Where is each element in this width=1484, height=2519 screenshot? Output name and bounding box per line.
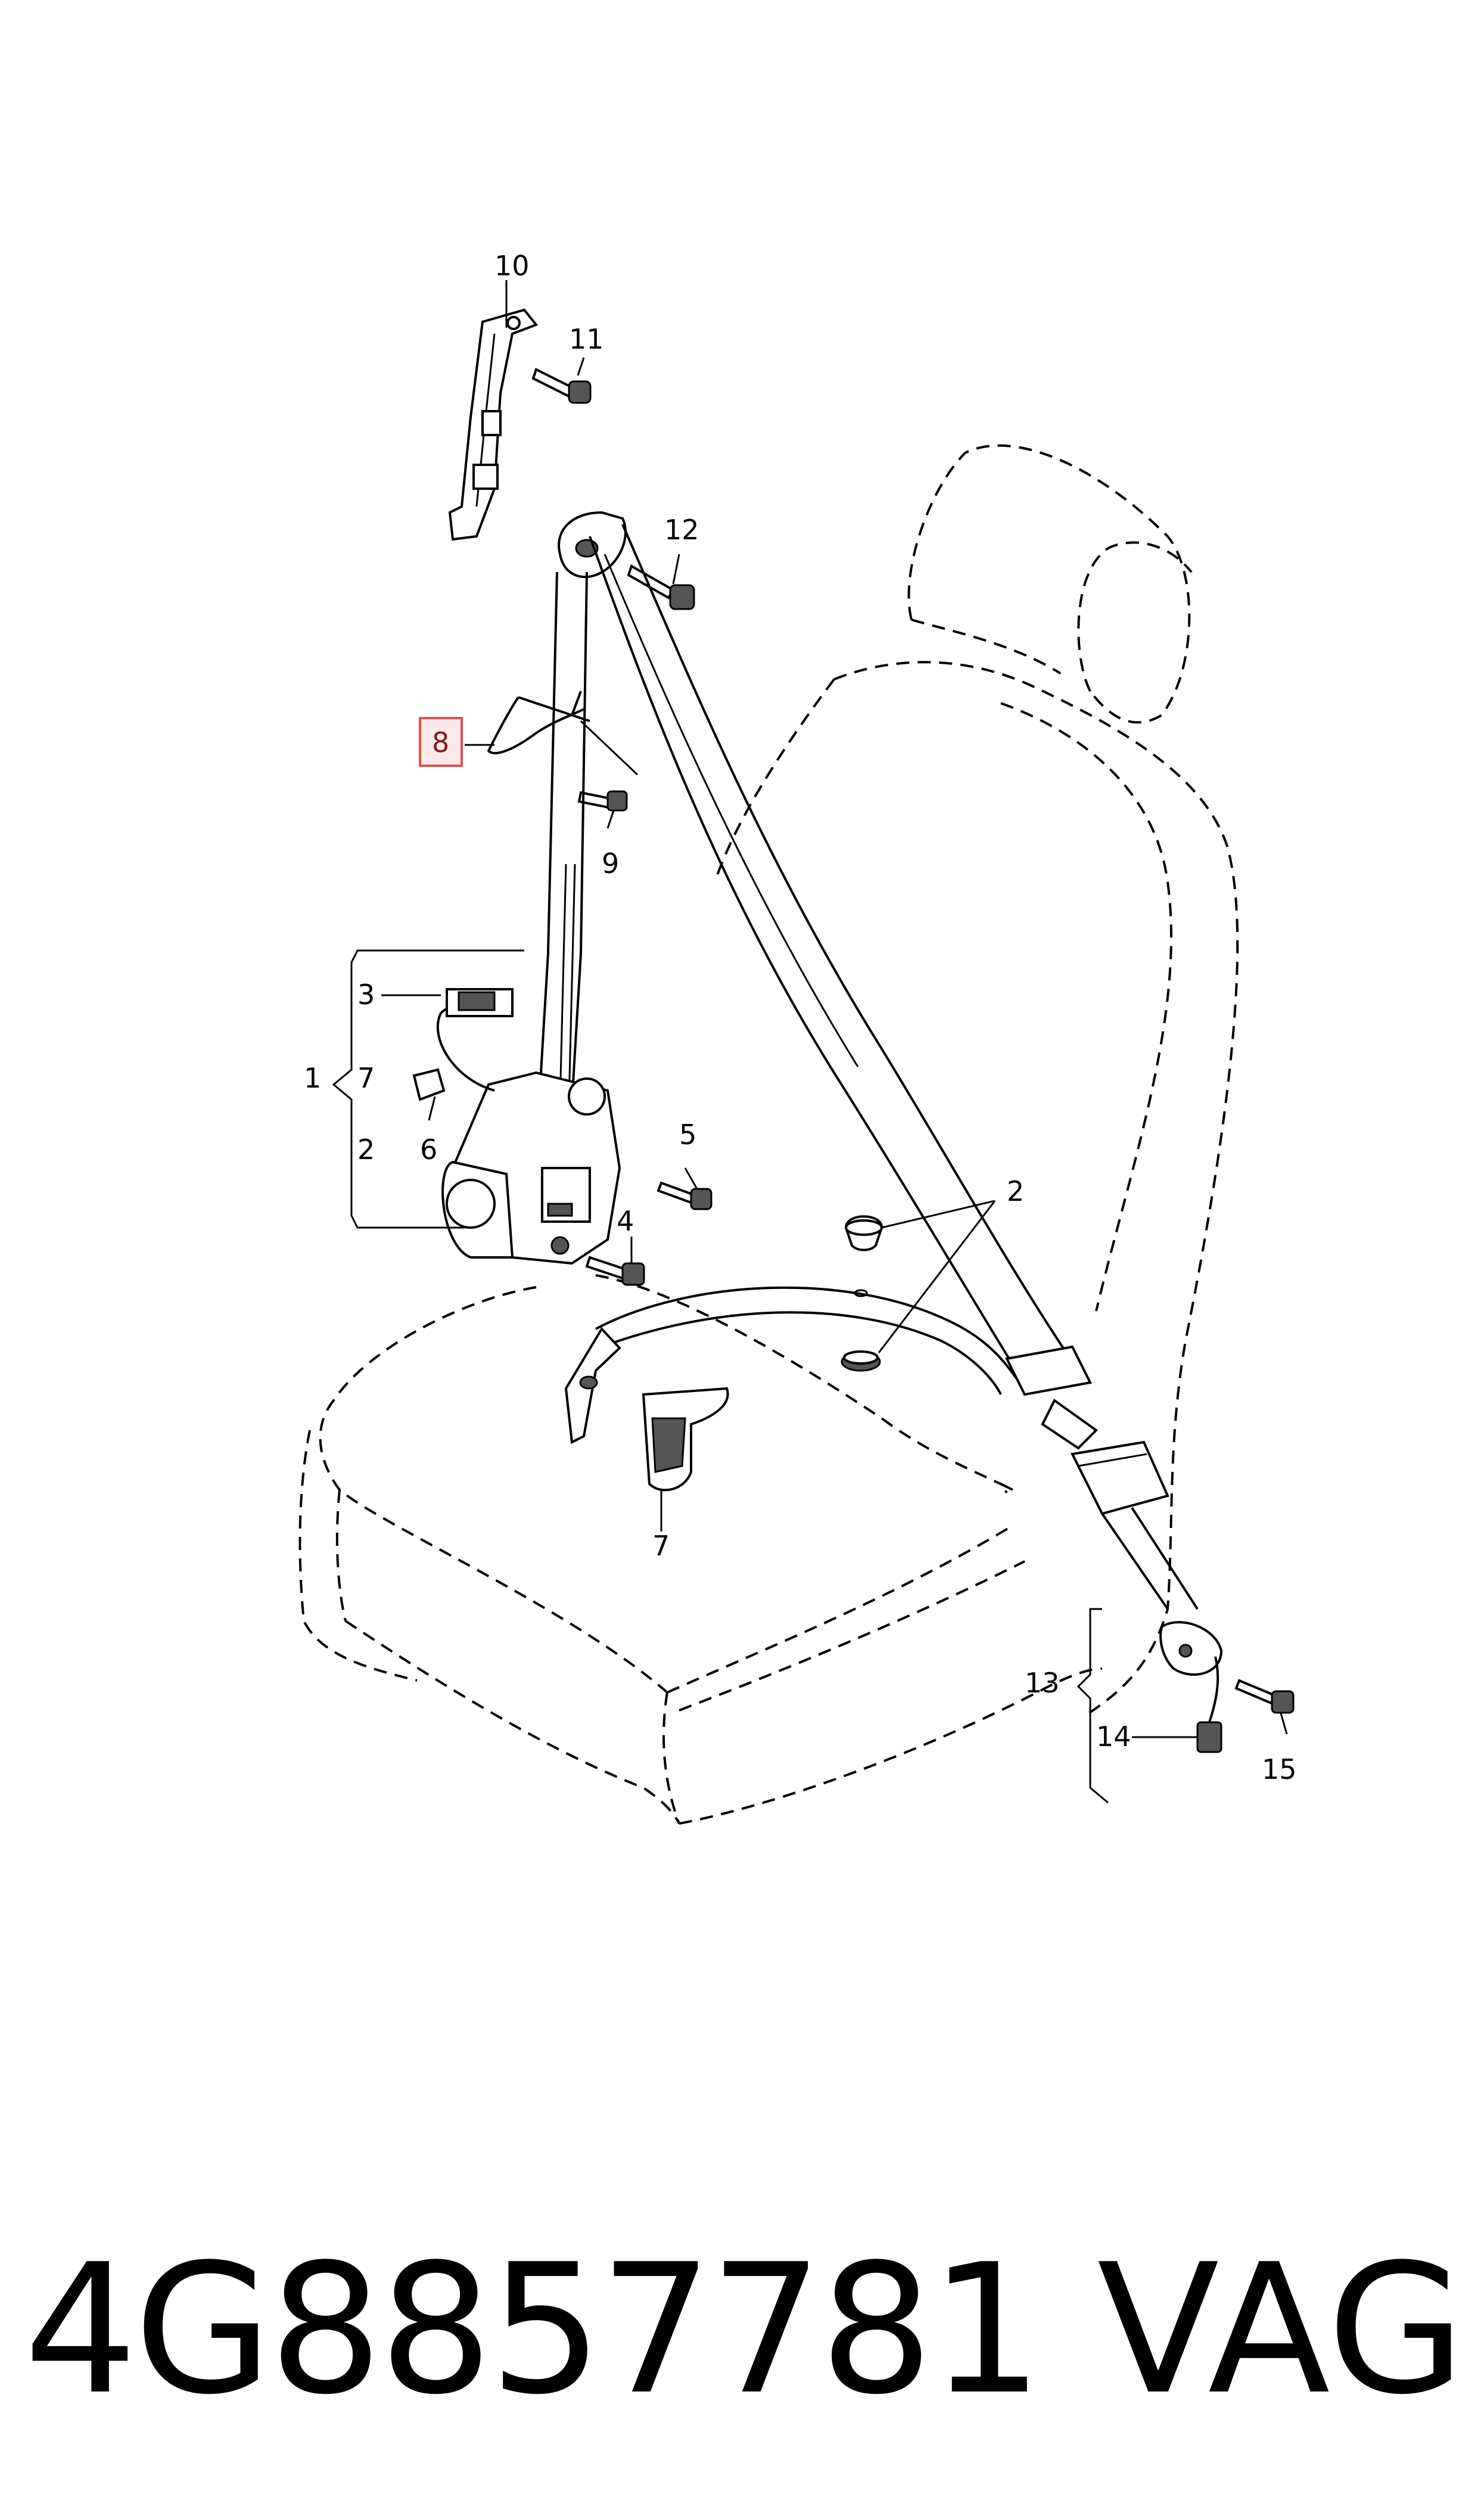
callout-1: 1 (304, 1062, 321, 1094)
callout-8-highlight: 8 (419, 717, 463, 767)
grommet-hole (854, 1289, 868, 1297)
callout-11: 11 (569, 323, 604, 355)
callout-7: 7 (652, 1530, 670, 1562)
belt-webbing (538, 524, 1068, 1445)
callout-5: 5 (679, 1119, 696, 1151)
buckle-13 (1071, 1440, 1223, 1676)
clip-6 (412, 1068, 446, 1101)
bolt-9 (577, 790, 628, 812)
bracket-8 (487, 691, 590, 754)
callout-2-group: 2 (357, 1133, 375, 1166)
bolt-4 (585, 1256, 645, 1286)
callout-10: 10 (494, 250, 530, 282)
belt-tongue (1005, 1345, 1099, 1450)
bolt-5 (657, 1181, 713, 1210)
callout-14: 14 (1096, 1720, 1131, 1753)
connector-14 (1196, 1656, 1222, 1753)
callout-labels: 10 11 12 9 3 1 7 6 2 5 4 2 7 13 14 15 (304, 250, 1297, 1785)
callout-2: 2 (1007, 1175, 1024, 1207)
cover-7 (642, 1387, 729, 1492)
callout-8: 8 (432, 726, 449, 759)
grommet-upper (844, 1215, 883, 1251)
grommet-lower (841, 1350, 881, 1372)
bolt-15 (1234, 1679, 1295, 1714)
callout-4: 4 (617, 1205, 634, 1237)
callout-15: 15 (1262, 1753, 1297, 1785)
connector-3 (446, 988, 514, 1017)
retractor-assembly (436, 1005, 621, 1265)
bolt-12 (627, 564, 695, 610)
height-adjuster (448, 308, 539, 541)
callout-7-group: 7 (357, 1062, 375, 1094)
cushion-outline (319, 1286, 668, 1694)
callout-6: 6 (420, 1133, 437, 1166)
seat-outline (298, 444, 1239, 1825)
callout-13: 13 (1025, 1667, 1060, 1699)
headrest-outline (907, 444, 1191, 724)
callout-9: 9 (602, 847, 619, 880)
part-number: 4G8857781 (24, 2226, 1043, 2434)
leader-lines (332, 280, 1288, 1804)
backrest-outline (833, 661, 1239, 1717)
footer: 4G8857781 VAG (24, 2241, 1466, 2419)
callout-12: 12 (664, 514, 699, 546)
bolt-11 (531, 368, 592, 404)
brand-label: VAG (1097, 2226, 1466, 2434)
callout-3: 3 (357, 979, 375, 1011)
